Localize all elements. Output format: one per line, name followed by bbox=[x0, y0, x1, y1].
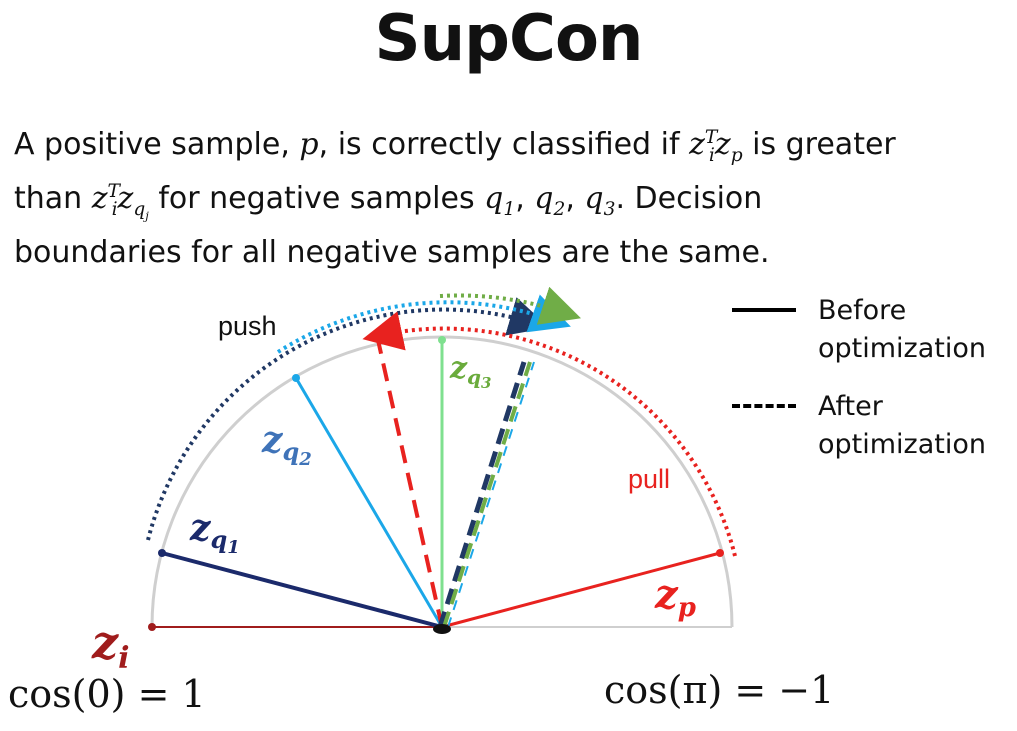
description-line-2: than zTizqj for negative samples q1, q2,… bbox=[14, 181, 763, 223]
desc-text: is greater bbox=[742, 127, 896, 162]
legend-after: After optimization bbox=[732, 386, 1012, 482]
zq1-label: zq1 bbox=[189, 507, 240, 558]
math-q2: q2 bbox=[534, 181, 566, 220]
math-q3: q3 bbox=[584, 181, 616, 220]
zq1-vector bbox=[161, 551, 443, 629]
zq-after-vector-green bbox=[442, 361, 532, 628]
zp-point bbox=[716, 549, 724, 557]
description-line-1: A positive sample, p, is correctly class… bbox=[14, 118, 1004, 172]
legend: Before optimization After optimization bbox=[732, 290, 1012, 482]
zp-after-vector bbox=[376, 339, 444, 628]
zq2-vector bbox=[294, 377, 444, 628]
math-zp: zp bbox=[714, 127, 743, 166]
desc-text: , is correctly classified if bbox=[318, 127, 690, 162]
zq1-point bbox=[158, 549, 166, 557]
desc-text: than bbox=[14, 181, 92, 216]
pull-arc bbox=[362, 311, 737, 557]
description-line-3: boundaries for all negative samples are … bbox=[14, 235, 770, 270]
push-arc-dark bbox=[146, 297, 550, 541]
push-arc-green bbox=[439, 286, 581, 325]
zq2-label: zq2 bbox=[261, 419, 312, 470]
math-zi-T: zTi bbox=[689, 127, 718, 166]
pull-label: pull bbox=[628, 464, 670, 494]
zp-label: zp bbox=[654, 571, 696, 623]
zq2-point bbox=[292, 374, 300, 382]
math-zi-T: zTi bbox=[91, 181, 120, 220]
semicircle-diagram: push pull zq3 zq2 zq1 zp zi bbox=[91, 286, 737, 676]
desc-text: for negative samples bbox=[148, 181, 485, 216]
legend-dashed-line bbox=[732, 404, 796, 408]
legend-before: Before optimization bbox=[732, 290, 1012, 386]
zq-after-vector-light bbox=[447, 361, 535, 628]
zq3-point bbox=[438, 336, 446, 344]
desc-text: . Decision bbox=[615, 181, 763, 216]
cos-pi-label: cos(π) = −1 bbox=[604, 668, 835, 712]
push-arc-light bbox=[276, 294, 571, 354]
math-p: p bbox=[299, 127, 319, 162]
zi-label: zi bbox=[91, 615, 130, 676]
legend-before-label-2: optimization bbox=[818, 333, 986, 364]
zq-after-vector-dark bbox=[437, 361, 527, 628]
zi-point bbox=[148, 623, 156, 631]
push-label: push bbox=[218, 311, 277, 341]
legend-after-label: After bbox=[818, 391, 883, 422]
legend-solid-line bbox=[732, 308, 796, 312]
page-title: SupCon bbox=[374, 2, 644, 76]
origin-point bbox=[433, 624, 451, 634]
zq3-label: zq3 bbox=[449, 351, 491, 392]
desc-text: A positive sample, bbox=[14, 127, 300, 162]
legend-after-label-2: optimization bbox=[818, 429, 986, 460]
description: A positive sample, p, is correctly class… bbox=[14, 118, 1004, 280]
cos-zero-label: cos(0) = 1 bbox=[8, 672, 206, 716]
legend-before-label: Before bbox=[818, 295, 907, 326]
math-zqj: zqj bbox=[117, 181, 149, 223]
zp-vector bbox=[441, 551, 721, 629]
math-q1: q1 bbox=[484, 181, 516, 220]
